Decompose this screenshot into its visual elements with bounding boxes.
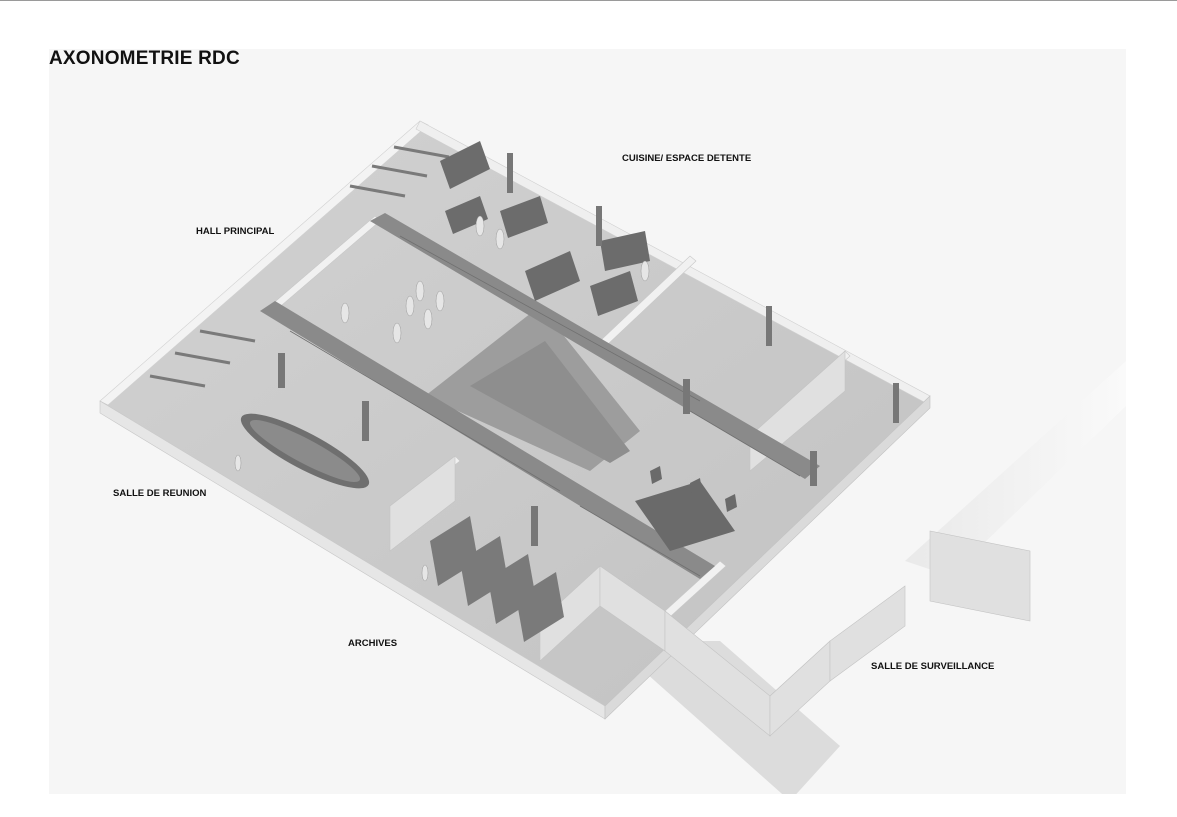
people-figures [234, 215, 650, 582]
lounge-furniture [440, 141, 650, 316]
columns [278, 153, 899, 546]
axonometric-render [49, 49, 1126, 794]
surveillance-desks [635, 466, 737, 551]
label-archives: ARCHIVES [348, 638, 398, 649]
label-kitchen: CUISINE/ ESPACE DETENTE [622, 153, 752, 164]
archive-shelves [430, 516, 564, 642]
label-hall: HALL PRINCIPAL [196, 226, 275, 237]
floor-plan-axonometry [99, 120, 1126, 794]
glazing-lines [289, 235, 801, 577]
entrance-walkway [905, 361, 1126, 576]
ground-shadow [610, 641, 840, 794]
drawing-title: AXONOMETRIE RDC [49, 48, 240, 69]
label-surveillance: SALLE DE SURVEILLANCE [871, 661, 995, 672]
beam-southwest [260, 301, 715, 579]
facade-fins [149, 145, 450, 388]
meeting-table-top [249, 420, 361, 482]
beam-northeast [370, 213, 820, 479]
label-meeting-room: SALLE DE REUNION [113, 488, 207, 499]
ramp-shadow [470, 341, 630, 463]
